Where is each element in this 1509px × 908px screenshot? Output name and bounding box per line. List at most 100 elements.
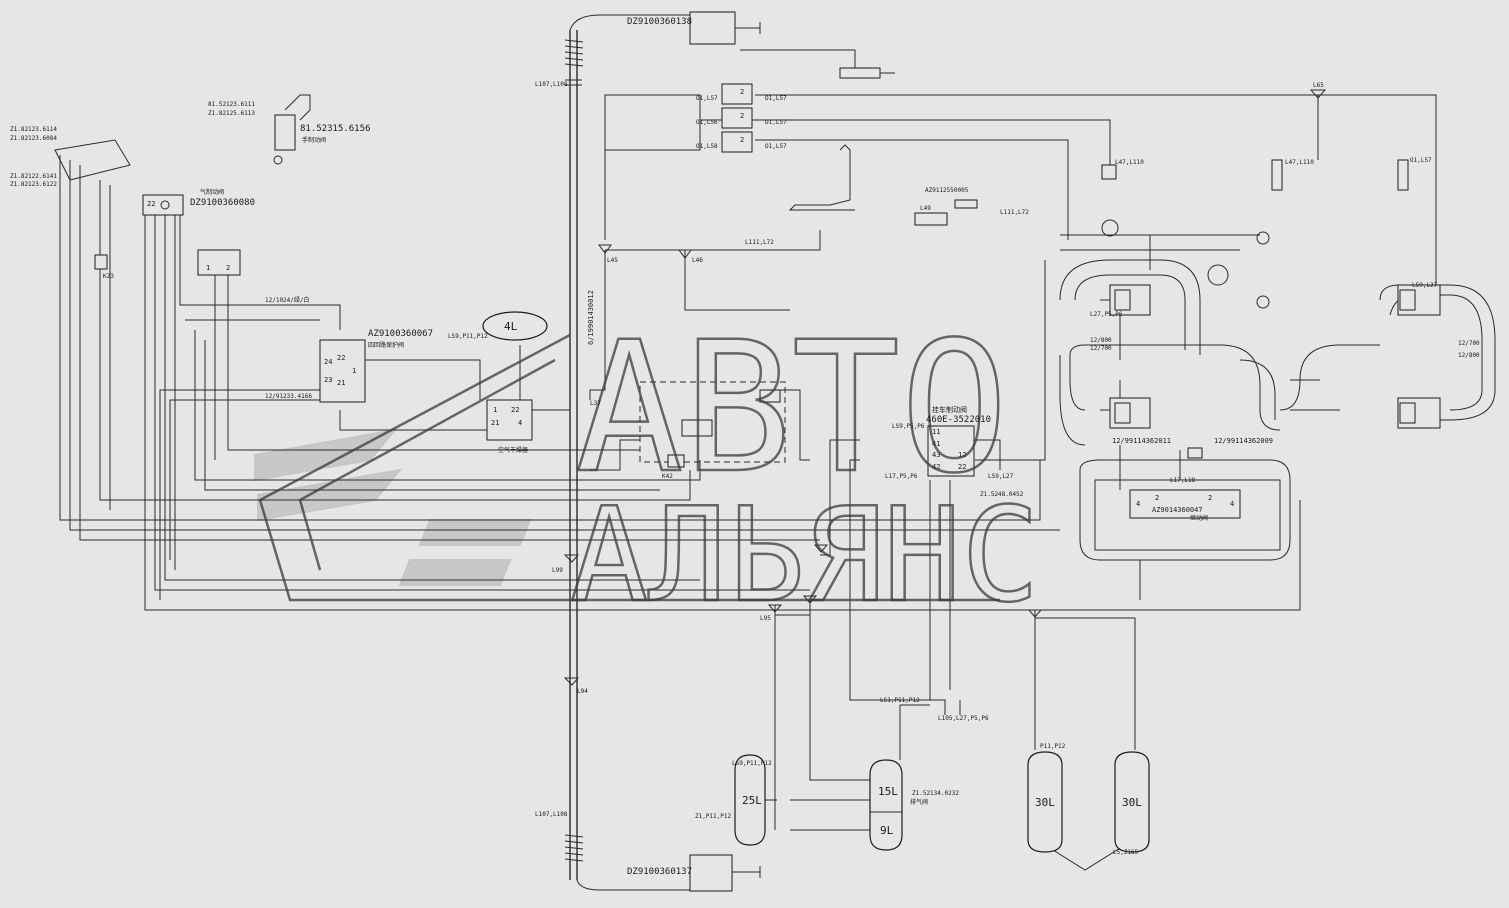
top-chamber-part: DZ9100360138	[627, 17, 692, 27]
air-horn-valve	[1271, 159, 1283, 191]
brake-switch-box	[914, 212, 948, 226]
svg-text:11: 11	[932, 428, 940, 436]
trailer-valve-part: 460E-3522010	[926, 415, 991, 425]
relay-port-left: 12/99114362011	[1112, 437, 1171, 445]
label-lp2: O1,L56	[696, 119, 718, 126]
label-lp23: Z1,P11,P12	[695, 813, 732, 820]
tank-9l-label: 9L	[880, 824, 894, 837]
hand-valve-lever	[284, 94, 311, 121]
label-lp20: P11,P12	[1040, 743, 1066, 750]
exhaust-brake-switch	[759, 389, 781, 403]
label-lp36: 12/700	[1458, 340, 1480, 347]
tank-25l-label: 25L	[742, 794, 762, 807]
label-lp25: Z1.52134.0232	[912, 790, 959, 797]
label-lp35: 12/700	[1090, 345, 1112, 352]
label-lp17: LS9,L27	[988, 473, 1014, 480]
left-connector	[54, 139, 131, 181]
label-pipe-sizes: LS9,P11,P12	[448, 333, 488, 340]
label-k23: K23	[103, 273, 114, 280]
hand-brake-valve	[274, 114, 296, 151]
label-l37: L37	[590, 400, 601, 407]
tank-30l-b	[1114, 751, 1150, 853]
svg-text:2: 2	[740, 136, 744, 144]
svg-text:4: 4	[1136, 500, 1140, 508]
label-lp7: L111,L72	[745, 239, 774, 246]
label-lp28: Z1.82123.6114	[10, 126, 57, 133]
label-l45: L45	[607, 257, 618, 264]
tank-25l	[734, 754, 766, 846]
relay-label: 继动阀	[1190, 514, 1208, 522]
relay-valve	[1129, 489, 1241, 519]
label-lp12: L49	[920, 205, 931, 212]
svg-text:12: 12	[958, 451, 966, 459]
label-l94: L94	[577, 688, 588, 695]
pressure-limit-valve	[681, 419, 713, 437]
svg-text:21: 21	[491, 419, 499, 427]
pipe-network	[59, 14, 1496, 891]
label-lp10: L47,L110	[1285, 159, 1314, 166]
label-l107-top: L107,L108	[535, 81, 568, 88]
relay-1-2-box	[197, 249, 241, 276]
label-lp9: L47,L110	[1115, 159, 1144, 166]
svg-text:2: 2	[1208, 494, 1212, 502]
tank-30l-a-label: 30L	[1035, 796, 1055, 809]
dryer-label: 空气干燥器	[498, 446, 528, 454]
four-circuit-label: 四回路保护阀	[368, 341, 404, 349]
quick-release-valve	[839, 67, 881, 79]
svg-text:4: 4	[518, 419, 522, 427]
brake-valve-label: 气制动阀	[200, 188, 224, 196]
svg-text:2: 2	[1155, 494, 1159, 502]
label-l107-bottom: L107,L108	[535, 811, 568, 818]
label-l99: L99	[552, 567, 563, 574]
left-coupler-k23	[94, 254, 108, 270]
label-lp34: 12/800	[1090, 337, 1112, 344]
relay-port-right: 12/99114362009	[1214, 437, 1273, 445]
coupler-k42	[667, 454, 685, 468]
hand-valve-label: 手制动阀	[302, 136, 326, 144]
svg-text:23: 23	[324, 376, 332, 384]
top-brake-chamber	[689, 11, 736, 45]
trailer-valve-label: 挂车制动阀	[932, 405, 967, 414]
watermark-top-text: АВТО	[575, 304, 1008, 513]
air-horn-right	[1397, 159, 1409, 191]
labels: DZ9100360138 DZ9100360137 81.52315.6156 …	[10, 17, 1480, 877]
label-lp37: 12/800	[1458, 352, 1480, 359]
bottom-brake-chamber	[689, 854, 733, 892]
svg-text:22: 22	[511, 406, 519, 414]
svg-text:4: 4	[1230, 500, 1234, 508]
four-circuit-part: AZ9100360067	[368, 329, 433, 339]
label-lp24: LS9,P11,P12	[732, 760, 772, 767]
svg-text:42: 42	[932, 463, 940, 471]
air-dryer	[486, 399, 533, 441]
tank-30l-b-label: 30L	[1122, 796, 1142, 809]
svg-text:24: 24	[324, 358, 332, 366]
label-lp33: 12/1024/绿/白	[265, 296, 310, 304]
label-lp13: AZ9112550005	[925, 187, 969, 194]
foot-brake-valve	[142, 194, 184, 216]
brake-valve-part: DZ9100360080	[190, 198, 255, 208]
label-lp29: Z1.82123.6084	[10, 135, 57, 142]
label-lp14: LS1,P11,P12	[880, 697, 920, 704]
valve-block-3	[721, 131, 753, 153]
svg-text:41: 41	[932, 440, 940, 448]
svg-text:22: 22	[958, 463, 966, 471]
label-lp26: 81.52123.6111	[208, 101, 255, 108]
label-lp16: LS9,P5,P6	[892, 423, 925, 430]
label-l65: L65	[1313, 82, 1324, 89]
valve-block-1	[721, 83, 753, 105]
relay-part: AZ9014360047	[1152, 506, 1203, 514]
label-lp11: O1,L57	[1410, 157, 1432, 164]
hand-valve-part: 81.52315.6156	[300, 124, 370, 134]
label-lp1: O1,L57	[696, 95, 718, 102]
svg-text:2: 2	[226, 264, 230, 272]
svg-text:1: 1	[493, 406, 497, 414]
coil-pipe-top	[1101, 219, 1119, 237]
relay-port-top	[1187, 447, 1203, 459]
label-l95: L95	[760, 615, 771, 622]
label-k42: K42	[662, 473, 673, 480]
watermark-bottom-text: АЛЬЯНС	[570, 479, 1040, 631]
vertical-pipe-label: 6/19901430012	[587, 290, 595, 345]
label-lp18: L27,P5,P6	[1090, 311, 1123, 318]
